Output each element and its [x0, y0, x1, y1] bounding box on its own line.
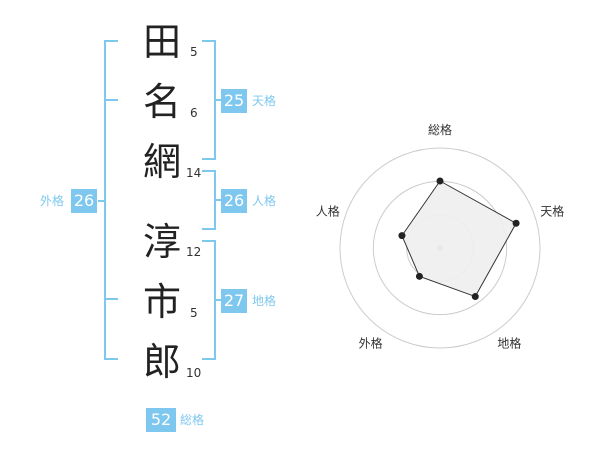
- radar-data-polygon: [401, 180, 517, 298]
- bracket-tick: [214, 199, 222, 201]
- gaikaku-label: 外格: [40, 194, 65, 208]
- radar-point-天格: [512, 219, 520, 227]
- soukaku-label: 総格: [180, 413, 205, 427]
- name-char-2: 名: [142, 80, 181, 124]
- stroke-count-1: 5: [190, 45, 198, 59]
- tenkaku-value-badge: 25: [221, 89, 247, 113]
- radar-axis-label-総格: 総格: [428, 122, 452, 137]
- name-char-6: 郎: [142, 340, 181, 384]
- bracket-tick: [214, 99, 222, 101]
- name-char-4: 淳: [142, 220, 181, 264]
- stroke-count-4: 12: [186, 245, 202, 259]
- jinkaku-label: 人格: [252, 194, 277, 208]
- name-char-3: 網: [142, 140, 181, 184]
- radar-grid-ring: [339, 147, 541, 349]
- bracket-tick: [104, 298, 118, 300]
- name-char-1: 田: [142, 20, 181, 64]
- stroke-count-5: 5: [190, 306, 198, 320]
- radar-point-人格: [398, 232, 406, 240]
- radar-axis-label-人格: 人格: [316, 204, 340, 219]
- name-char-5: 市: [142, 280, 181, 324]
- gaikaku-value-badge: 26: [71, 189, 97, 213]
- radar-point-総格: [436, 177, 444, 185]
- radar-axis-label-地格: 地格: [497, 335, 521, 350]
- chikaku-value-badge: 27: [221, 289, 247, 313]
- stroke-count-6: 10: [186, 366, 202, 380]
- radar-point-外格: [415, 272, 423, 280]
- bracket-tick: [104, 99, 118, 101]
- stroke-count-3: 14: [186, 166, 202, 180]
- soukaku-value-badge: 52: [146, 408, 176, 432]
- radar-point-地格: [471, 293, 479, 301]
- bracket-tick: [214, 299, 222, 301]
- stroke-count-2: 6: [190, 106, 198, 120]
- radar-axis-label-天格: 天格: [540, 204, 564, 219]
- chikaku-label: 地格: [252, 294, 277, 308]
- radar-axis-label-外格: 外格: [359, 335, 383, 350]
- jinkaku-value-badge: 26: [221, 189, 247, 213]
- gaikaku-bracket: [104, 40, 118, 360]
- tenkaku-label: 天格: [252, 94, 277, 108]
- bracket-tick: [98, 200, 106, 202]
